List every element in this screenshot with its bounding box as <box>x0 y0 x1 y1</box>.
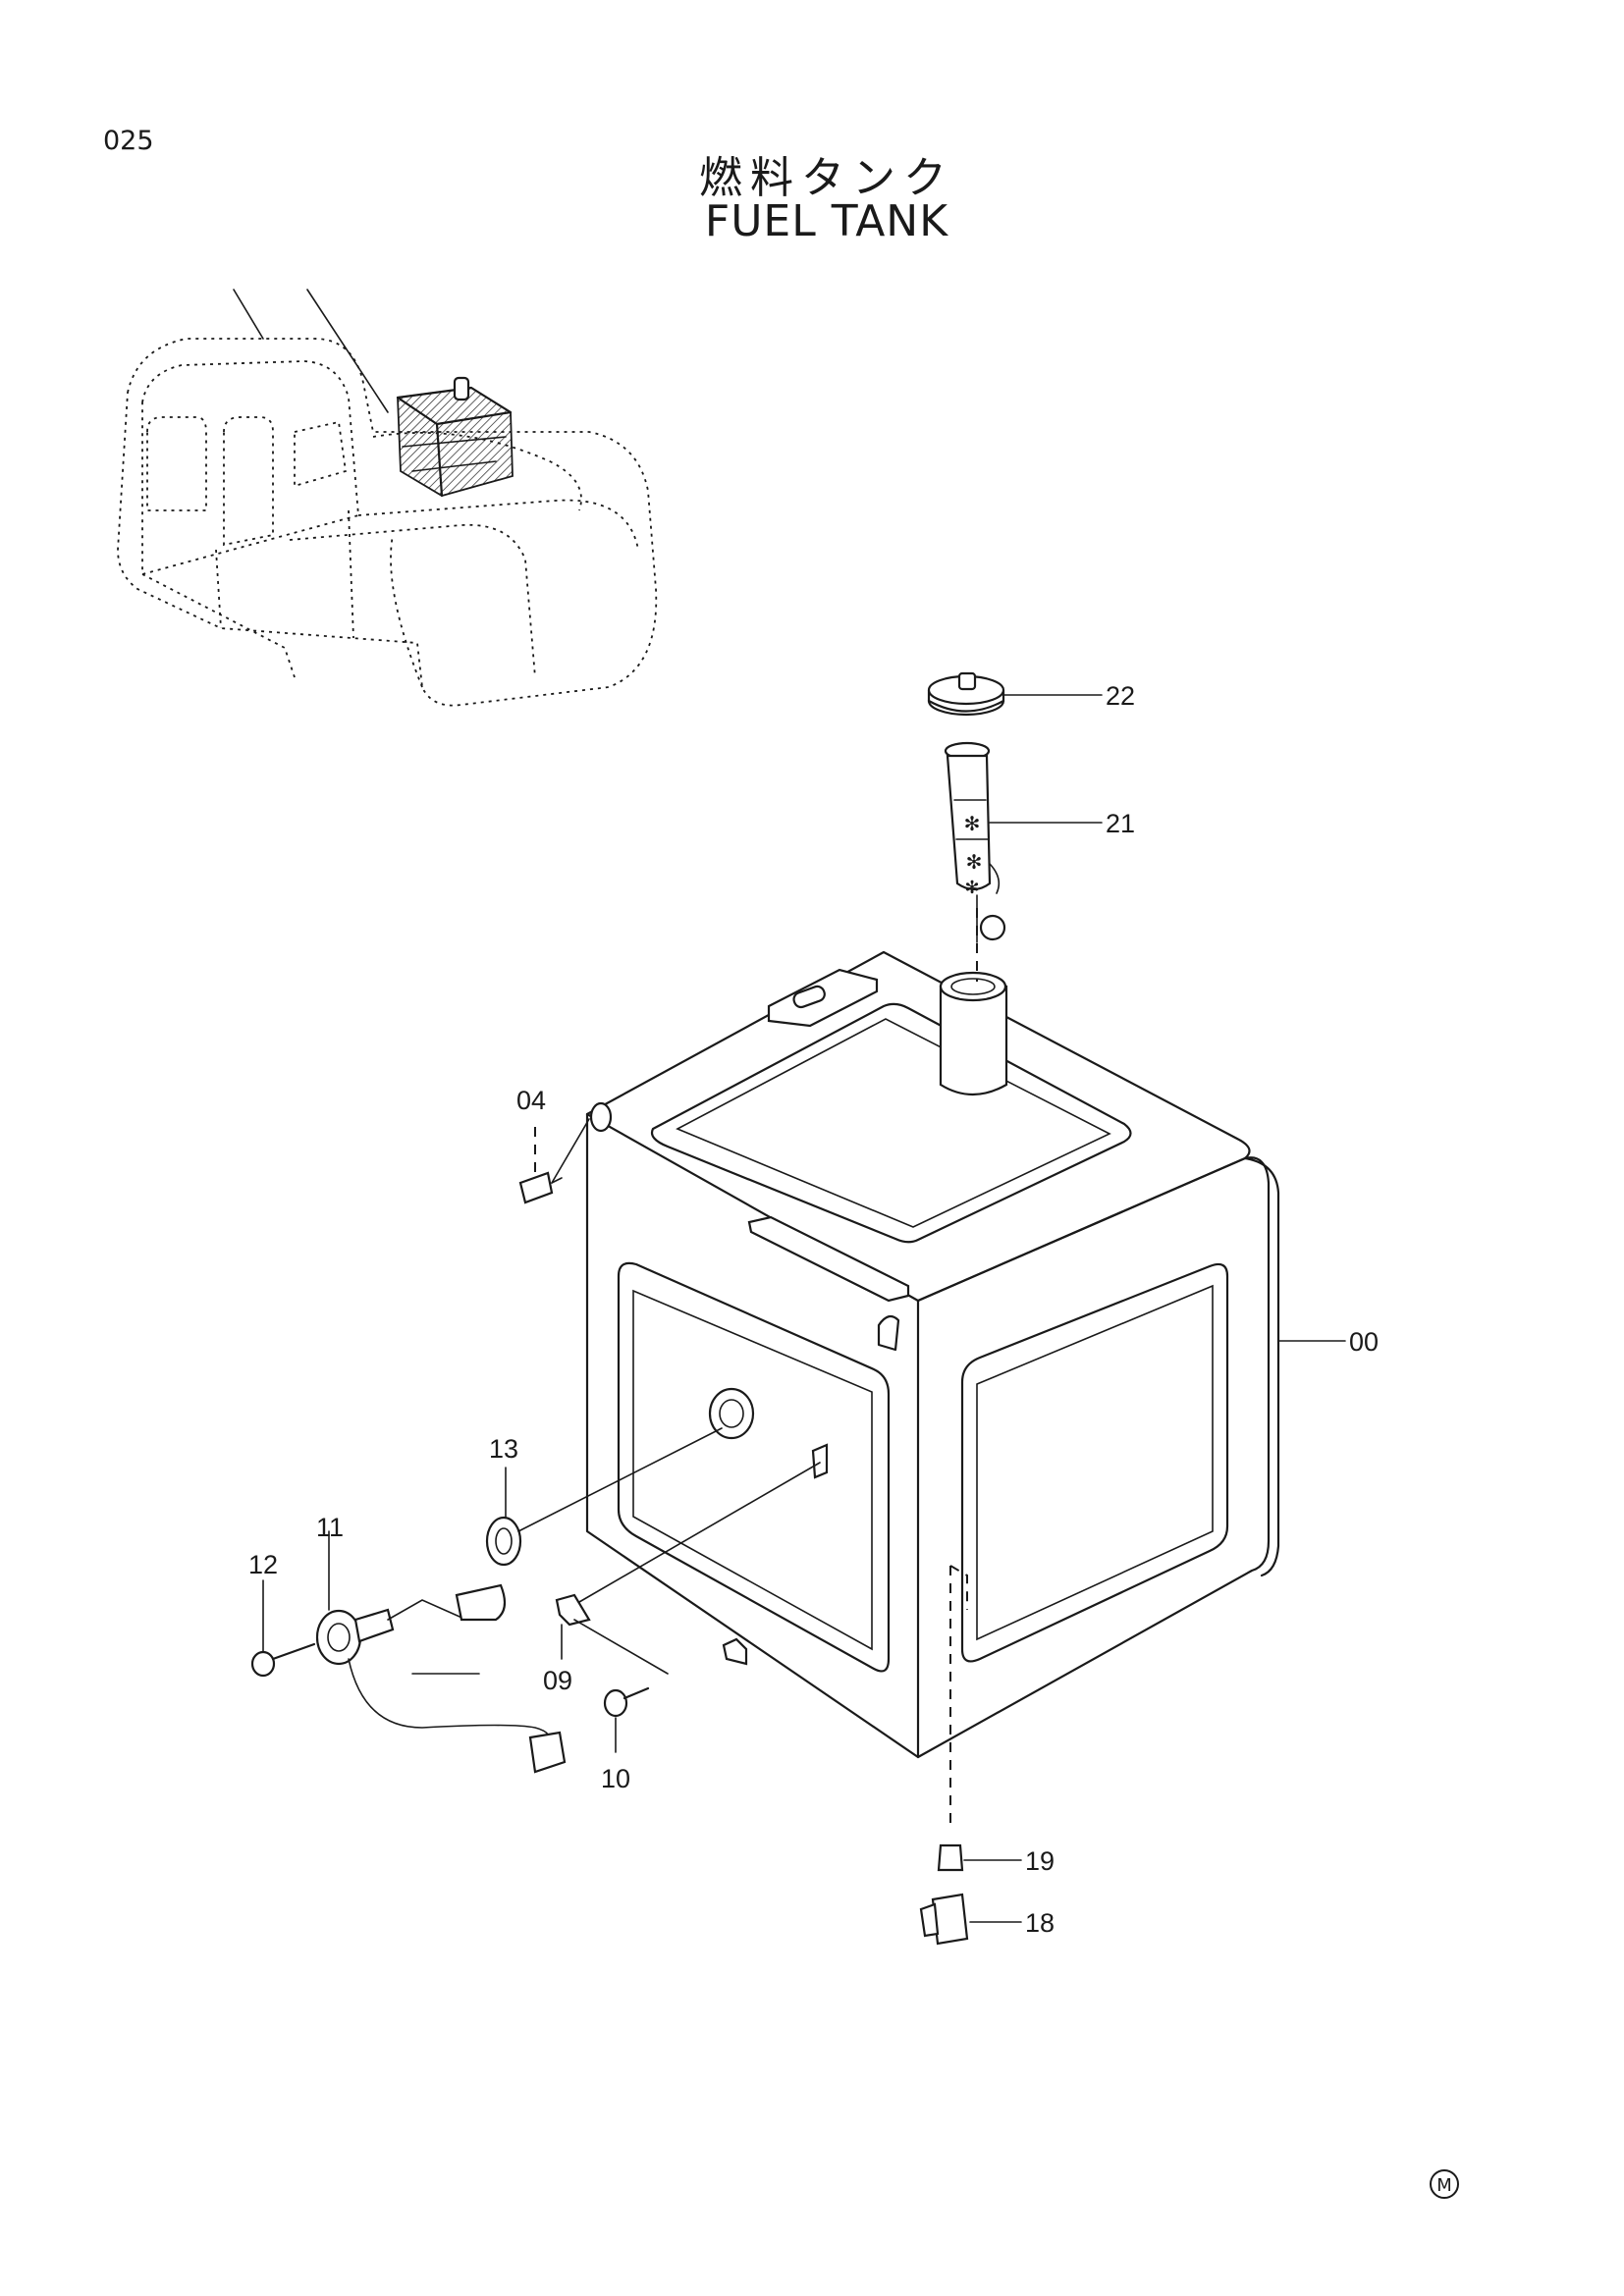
callout-21: 21 <box>1106 809 1135 838</box>
callout-19: 19 <box>1025 1846 1055 1876</box>
callout-18: 18 <box>1025 1908 1055 1938</box>
part-09-clamp <box>555 1462 821 1675</box>
manufacturer-mark: M <box>1430 2169 1459 2199</box>
callout-12: 12 <box>248 1550 278 1579</box>
callout-04: 04 <box>516 1086 546 1115</box>
page-number: 025 <box>103 126 154 156</box>
callout-10: 10 <box>601 1764 630 1793</box>
part-21-strainer: ✻ ✻ ✻ <box>944 741 1006 982</box>
svg-text:✻: ✻ <box>964 812 981 835</box>
part-13-gasket <box>485 1427 723 1567</box>
page-title-japanese: 燃料タンク <box>699 153 954 203</box>
fuel-tank-body <box>585 950 1280 1826</box>
part-19-drain-plug <box>937 1843 1022 1872</box>
part-12-bolt <box>250 1579 316 1678</box>
callout-13: 13 <box>489 1434 518 1464</box>
part-11-fuel-sensor <box>315 1530 567 1774</box>
excavator-overview <box>117 289 658 707</box>
callout-00: 00 <box>1349 1327 1379 1357</box>
page-title-english: FUEL TANK <box>704 196 949 246</box>
svg-text:✻: ✻ <box>966 850 983 874</box>
part-22-fuel-cap <box>927 671 1005 717</box>
callout-22: 22 <box>1106 681 1135 711</box>
part-04-plug <box>518 1118 590 1204</box>
part-10-bolt <box>603 1686 650 1753</box>
callout-11: 11 <box>316 1513 344 1542</box>
part-18-drain-cock <box>919 1893 1022 1946</box>
svg-text:✻: ✻ <box>964 878 979 898</box>
callout-09: 09 <box>543 1666 572 1695</box>
